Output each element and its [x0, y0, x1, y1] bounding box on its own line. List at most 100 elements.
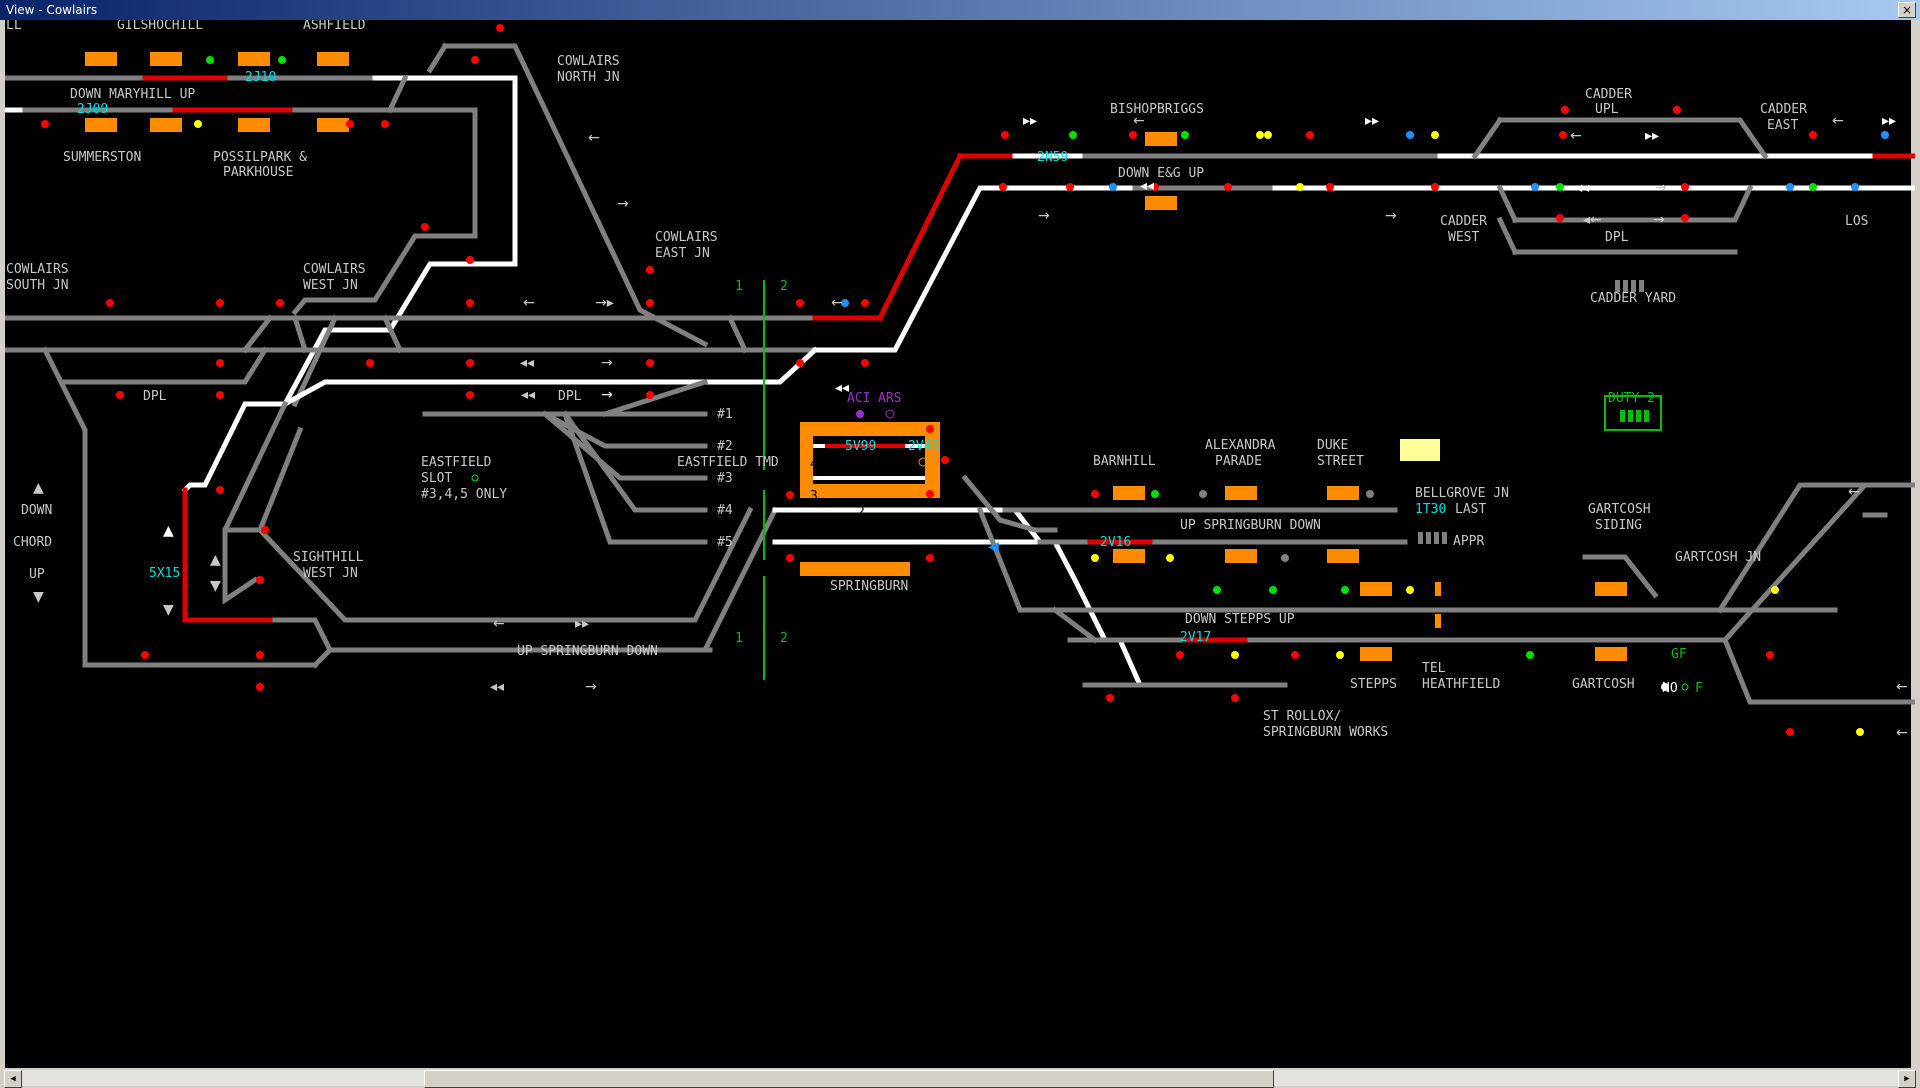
headcode-2v16[interactable]: 2V16 — [1100, 535, 1131, 550]
label-st-rollox-1: ST ROLLOX/ — [1263, 709, 1341, 724]
label-cadder-yard: CADDER YARD — [1590, 291, 1676, 306]
label-eastfield-slot-3: #3,4,5 ONLY — [421, 487, 507, 502]
svg-text:▼: ▼ — [163, 602, 174, 618]
headcode-1t30[interactable]: 1T30 — [1415, 502, 1446, 517]
label-sighthill-2: WEST JN — [303, 566, 358, 581]
label-springburn-p3: 3 — [810, 489, 818, 504]
svg-text:▸▸: ▸▸ — [575, 616, 589, 632]
label-cadder-upl-1: CADDER — [1585, 87, 1632, 102]
svg-text:▼: ▼ — [33, 589, 44, 605]
label-no: NO — [1662, 681, 1678, 696]
svg-text:◂◂: ◂◂ — [520, 355, 534, 371]
svg-text:←: ← — [588, 130, 600, 146]
label-road-5: #5 — [717, 535, 733, 550]
svg-text:→: → — [601, 387, 613, 403]
headcode-5x15[interactable]: 5X15 — [149, 566, 180, 581]
label-up-springburn-down-left: UP SPRINGBURN DOWN — [517, 644, 658, 659]
label-sighthill-1: SIGHTHILL — [293, 550, 364, 565]
svg-text:▲: ▲ — [210, 552, 221, 568]
headcode-2v17[interactable]: 2V17 — [1180, 630, 1211, 645]
label-ars[interactable]: ARS — [878, 391, 901, 406]
label-bishopbriggs: BISHOPBRIGGS — [1110, 102, 1204, 117]
label-cadder-west-2: WEST — [1448, 230, 1479, 245]
close-button[interactable]: × — [1898, 2, 1916, 18]
label-down: DOWN — [21, 503, 52, 518]
label-down-maryhill-up: DOWN MARYHILL UP — [70, 87, 195, 102]
label-road-3: #3 — [717, 471, 733, 486]
label-chord: CHORD — [13, 535, 52, 550]
highlight-box — [1400, 439, 1440, 461]
label-aci[interactable]: ACI — [847, 391, 870, 406]
svg-text:←: ← — [1832, 113, 1844, 129]
svg-text:▸▸: ▸▸ — [1023, 113, 1037, 129]
label-eastfield-slot-2: SLOT — [421, 471, 452, 486]
svg-text:→: → — [1038, 208, 1050, 224]
svg-text:→: → — [1653, 212, 1665, 228]
label-cowlairs-west-2: WEST JN — [303, 278, 358, 293]
headcode-2v43[interactable]: 2V43 — [908, 439, 939, 454]
svg-text:▸▸: ▸▸ — [1645, 128, 1659, 144]
label-ashfield: ASHFIELD — [303, 20, 366, 33]
svg-text:→: → — [601, 355, 613, 371]
svg-text:→: → — [617, 196, 629, 212]
svg-text:▲: ▲ — [33, 480, 44, 496]
label-eastfield-tmd: EASTFIELD TMD — [677, 455, 779, 470]
label-bellgrove-jn: BELLGROVE JN — [1415, 486, 1509, 501]
label-appr: APPR — [1453, 534, 1484, 549]
svg-text:←: ← — [831, 295, 843, 311]
label-gf: GF — [1671, 647, 1687, 662]
label-last: LAST — [1455, 502, 1486, 517]
label-dpl-left: DPL — [143, 389, 167, 404]
svg-text:←: ← — [1133, 113, 1145, 129]
window-titlebar: View - Cowlairs × — [0, 0, 1920, 20]
svg-text:◂◂: ◂◂ — [1575, 180, 1589, 196]
svg-text:→: → — [585, 679, 597, 695]
svg-text:→▸: →▸ — [595, 295, 614, 311]
svg-text:▸▸: ▸▸ — [1882, 113, 1896, 129]
label-duty[interactable]: DUTY 2 — [1608, 391, 1655, 406]
duty-box[interactable] — [1604, 395, 1662, 431]
headcode-5v99[interactable]: 5V99 — [845, 439, 876, 454]
svg-text:▸▸: ▸▸ — [1365, 113, 1379, 129]
label-springburn-p2: 2 — [857, 505, 865, 520]
label-cadder-west-1: CADDER — [1440, 214, 1487, 229]
label-cadder-upl-2: UPL — [1595, 102, 1619, 117]
svg-text:◂◂: ◂◂ — [490, 679, 504, 695]
label-cowlairs-north-1: COWLAIRS — [557, 54, 620, 69]
headcode-2n59[interactable]: 2N59 — [1037, 150, 1068, 165]
headcode-2j09[interactable]: 2J09 — [77, 102, 108, 117]
label-gartcosh-siding-1: GARTCOSH — [1588, 502, 1651, 517]
label-tel-2: HEATHFIELD — [1422, 677, 1500, 692]
svg-text:→: → — [1385, 208, 1397, 224]
svg-text:◀: ◀ — [988, 539, 999, 555]
label-tel-1: TEL — [1422, 661, 1446, 676]
tag-ll: LL — [6, 20, 22, 33]
label-summerston: SUMMERSTON — [63, 150, 141, 165]
label-two-bottom: 2 — [780, 631, 788, 646]
label-duke-2: STREET — [1317, 454, 1364, 469]
label-dpl-mid: DPL — [558, 389, 582, 404]
label-gartcosh-siding-2: SIDING — [1595, 518, 1642, 533]
label-one-top: 1 — [735, 279, 743, 294]
label-cowlairs-east-1: COWLAIRS — [655, 230, 718, 245]
label-los: LOS — [1845, 214, 1868, 229]
label-cowlairs-north-2: NORTH JN — [557, 70, 620, 85]
label-springburn: SPRINGBURN — [830, 579, 908, 594]
label-alexandra-2: PARADE — [1215, 454, 1262, 469]
svg-text:←: ← — [1848, 484, 1860, 500]
label-barnhill: BARNHILL — [1093, 454, 1156, 469]
label-cowlairs-west-1: COWLAIRS — [303, 262, 366, 277]
svg-text:←: ← — [1896, 725, 1908, 741]
svg-text:▲: ▲ — [163, 523, 174, 539]
label-up: UP — [29, 567, 45, 582]
label-cowlairs-east-2: EAST JN — [655, 246, 710, 261]
label-duke-1: DUKE — [1317, 438, 1348, 453]
headcode-2j10[interactable]: 2J10 — [245, 70, 276, 85]
svg-text:◂◂: ◂◂ — [521, 387, 535, 403]
label-possilpark-1: POSSILPARK & — [213, 150, 307, 165]
window-title: View - Cowlairs — [6, 3, 98, 17]
svg-text:←: ← — [523, 295, 535, 311]
scroll-right-icon[interactable]: ▶ — [1898, 1070, 1916, 1088]
label-st-rollox-2: SPRINGBURN WORKS — [1263, 725, 1388, 740]
label-gilshochill: GILSHOCHILL — [117, 20, 203, 33]
